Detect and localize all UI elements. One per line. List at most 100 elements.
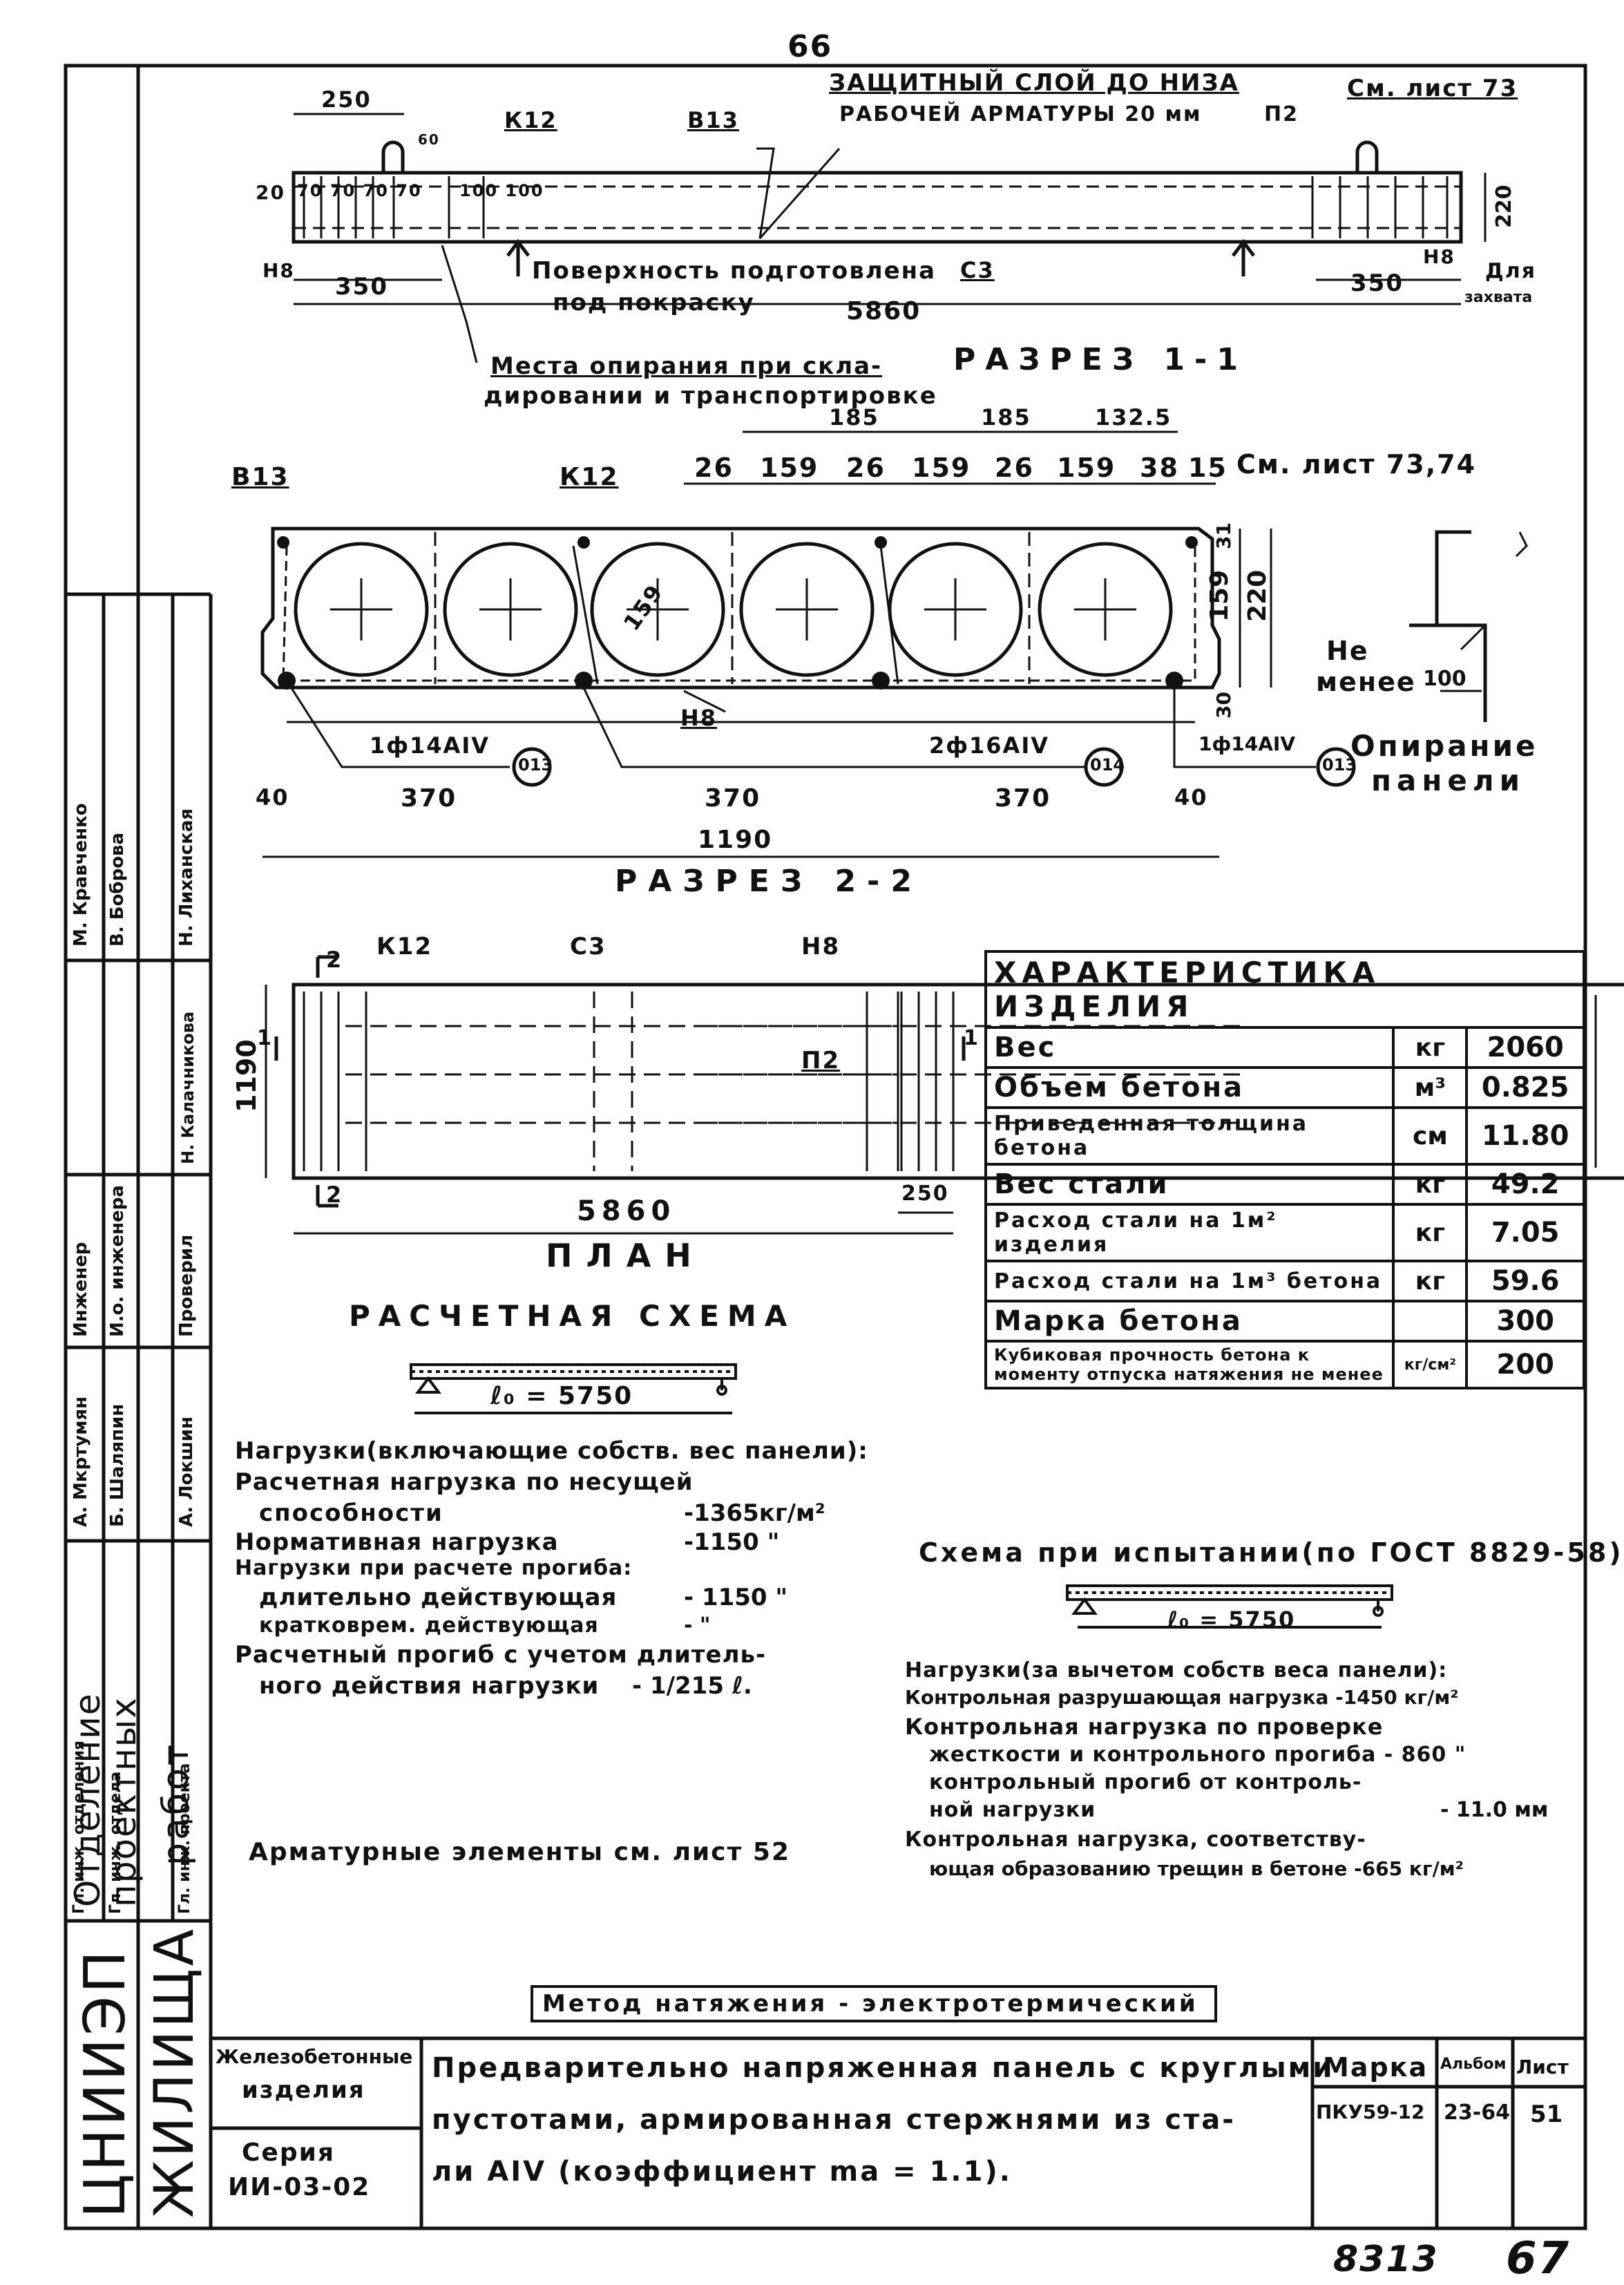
staff-name-6: Н. Калачникова (178, 1011, 198, 1164)
dim-40-right: 40 (1174, 784, 1208, 810)
dim-38: 38 (1140, 453, 1179, 483)
dim-370-b: 370 (705, 784, 761, 813)
plan-mark-1-left: 1 (257, 1026, 273, 1050)
support-title-2: панели (1371, 764, 1526, 797)
label-c3: С3 (960, 257, 995, 283)
support-less-label: менее (1316, 667, 1416, 697)
support-detail-drawing (1409, 530, 1528, 722)
test-line-1: Нагрузки(за вычетом собств веса панели): (905, 1658, 1448, 1682)
plan-label-c3: С3 (570, 933, 606, 960)
test-scheme-span: ℓ₀ = 5750 (1167, 1606, 1296, 1633)
dim-350-right: 350 (1350, 269, 1404, 297)
note-protective-layer-2: РАБОЧЕЙ АРМАТУРЫ 20 мм (839, 102, 1202, 126)
dim-220-vertical: 220 (1243, 569, 1272, 622)
support-title-1: Опирание (1350, 729, 1538, 763)
dim-220-section: 220 (1492, 184, 1516, 228)
dim-185-a: 185 (829, 404, 879, 430)
album-header: Альбом (1440, 2056, 1507, 2073)
support-dim-100: 100 (1423, 667, 1467, 691)
circle-label-mid: 014 (1090, 755, 1125, 775)
calc-line-8: ного действия нагрузки (259, 1672, 600, 1700)
dim-40-left: 40 (256, 784, 289, 810)
dim-100: 100 100 (459, 181, 544, 200)
dim-185-b: 185 (981, 404, 1031, 430)
calc-scheme-title: РАСЧЕТНАЯ СХЕМА (349, 1299, 796, 1333)
dim-5860-section: 5860 (846, 297, 921, 325)
test-line-2: Контрольная разрушающая нагрузка -1450 к… (905, 1686, 1459, 1709)
calc-line-3: Нормативная нагрузка (235, 1528, 559, 1556)
calc-line-5-value: - 1150 " (684, 1584, 788, 1611)
staff-role-0: Гл. инж. отделения (70, 1740, 88, 1914)
dim-30: 30 (1212, 692, 1235, 719)
dim-159-c: 159 (1057, 453, 1116, 483)
test-line-3: Контрольная нагрузка по проверке (905, 1714, 1384, 1740)
bottom-page-number: 67 (1506, 2233, 1571, 2284)
label-n8-right: Н8 (1423, 245, 1455, 268)
dim-60: 60 (418, 131, 440, 148)
staff-role-2: Гл. инж. проекта (176, 1763, 193, 1914)
calc-line-2: способности (259, 1499, 443, 1527)
dim-15: 15 (1188, 453, 1227, 483)
section-2-2-rebars (277, 536, 1198, 690)
test-line-6-value: - 11.0 мм (1440, 1798, 1549, 1822)
test-line-4: жесткости и контрольного прогиба - 860 " (929, 1743, 1467, 1767)
dim-159-vertical: 159 (1205, 569, 1234, 622)
staff-name-4: Б. Шаляпин (107, 1403, 128, 1527)
dim-159-a: 159 (760, 453, 819, 483)
calc-line-6-value: - " (684, 1613, 711, 1638)
plan-dim-1190: 1190 (231, 1039, 262, 1112)
org-name-1: ЦНИИЭП (73, 1948, 138, 2218)
org-name-2: ЖИЛИЩА (144, 1926, 206, 2218)
dim-20: 20 (256, 181, 285, 204)
calc-line-4: Нагрузки при расчете прогиба: (235, 1556, 633, 1580)
bar-right: 1ф14АIV (1198, 732, 1295, 755)
table-row: Кубиковая прочность бетона к моменту отп… (984, 1340, 1585, 1390)
support-not-label: Не (1326, 636, 1369, 666)
dim-370-a: 370 (401, 784, 457, 813)
dim-26-c: 26 (995, 453, 1034, 483)
plan-label-k12: К12 (376, 933, 433, 960)
note-surface-2: под покраску (553, 289, 755, 316)
dim-159-b: 159 (912, 453, 971, 483)
staff-role-4: И.о. инженера (107, 1185, 128, 1337)
label-v13-section2: В13 (231, 463, 289, 491)
calc-scheme-drawing (410, 1363, 737, 1414)
label-k12-section2: К12 (560, 463, 619, 491)
method-note: Метод натяжения - электротермический (542, 1990, 1198, 2018)
sheet-frame (64, 64, 1587, 2230)
dim-350-left: 350 (335, 273, 388, 301)
label-v13: В13 (687, 107, 739, 133)
circle-label-right: 013 (1322, 755, 1357, 775)
staff-name-5: А. Локшин (176, 1416, 197, 1527)
staff-name-3: А. Мкртумян (70, 1396, 91, 1527)
note-grip-2: захвата (1464, 289, 1533, 306)
dim-132-5: 132.5 (1095, 404, 1172, 430)
armature-note: Арматурные элементы см. лист 52 (249, 1838, 791, 1866)
product-type-2: изделия (242, 2076, 365, 2104)
see-sheet-73: См. лист 73 (1347, 75, 1518, 102)
plan-label-n8: Н8 (801, 933, 841, 960)
calc-line-3-value: -1150 " (684, 1528, 780, 1556)
description-2: пустотами, армированная стержнями из ста… (432, 2104, 1236, 2136)
plan-mark-2-top: 2 (326, 947, 343, 973)
series-label: Серия (242, 2139, 335, 2167)
dim-1190-section: 1190 (698, 826, 773, 854)
calc-loads-header: Нагрузки(включающие собств. вес панели): (235, 1437, 868, 1465)
plan-dim-250: 250 (901, 1182, 949, 1206)
top-page-number: 66 (787, 29, 833, 64)
section-1-1-title: РАЗРЕЗ 1-1 (953, 342, 1248, 377)
bottom-code: 8313 (1333, 2239, 1439, 2280)
product-type-1: Железобетонные (216, 2045, 413, 2068)
label-n8-left: Н8 (262, 259, 295, 282)
plan-drawing (265, 955, 1624, 1235)
test-line-7: Контрольная нагрузка, соответству- (905, 1828, 1366, 1852)
note-grip: Для (1485, 259, 1536, 283)
dim-370-c: 370 (995, 784, 1051, 813)
plan-label-p2: П2 (801, 1047, 841, 1074)
